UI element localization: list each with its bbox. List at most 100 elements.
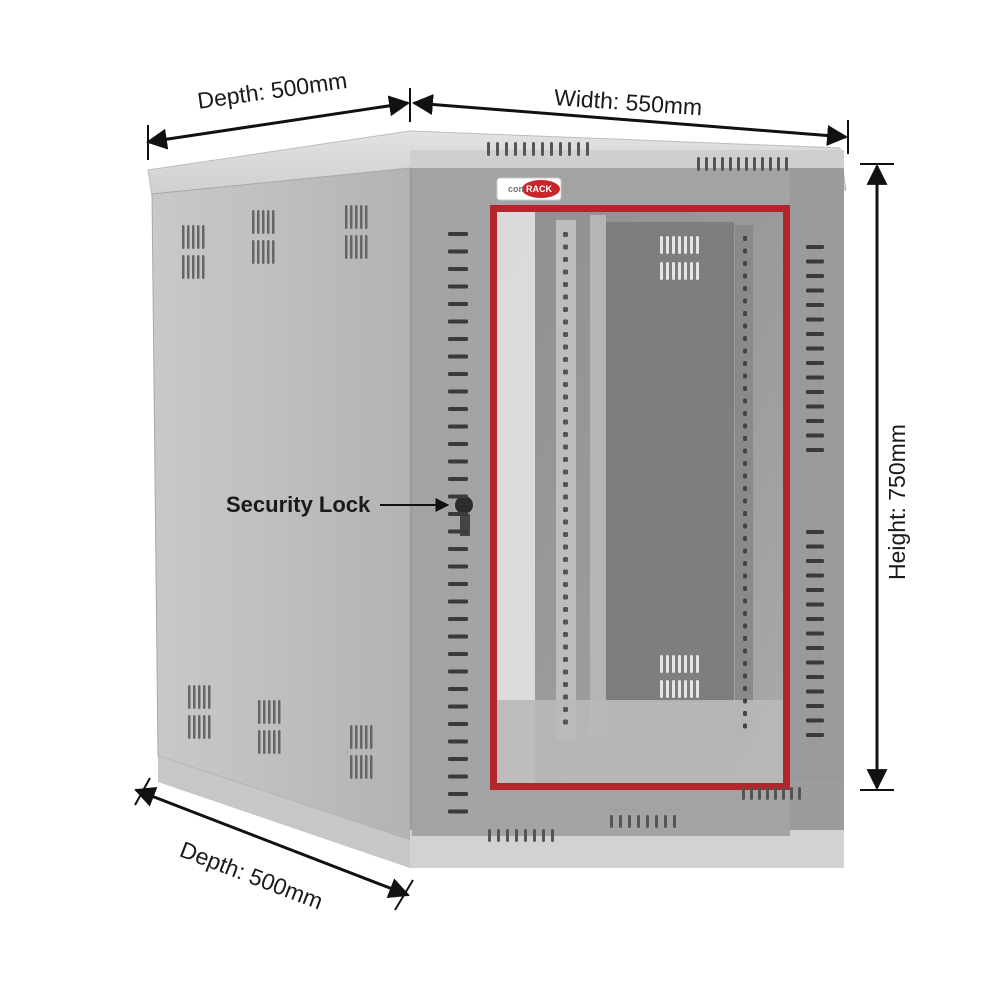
- rail-hole: [563, 369, 568, 375]
- rail-hole: [743, 598, 747, 604]
- side-vent-slot: [350, 205, 353, 229]
- rail-hole: [743, 448, 747, 454]
- door-vent-slot: [448, 617, 468, 621]
- top-vent-slot: [721, 157, 724, 171]
- side-vent-slot: [182, 225, 185, 249]
- rail-hole: [743, 723, 747, 729]
- frame-vent-slot: [806, 404, 824, 409]
- door-vent-slot: [448, 459, 468, 464]
- door-vent-slot: [448, 757, 468, 761]
- base-vent-slot: [646, 815, 649, 828]
- side-vent-slot: [208, 685, 211, 709]
- base-vent-slot: [497, 829, 500, 842]
- front-base: [410, 830, 844, 868]
- side-vent-slot: [257, 240, 260, 264]
- rail-hole: [743, 686, 747, 691]
- side-vent-slot: [365, 235, 368, 259]
- frame-vent-slot: [806, 433, 824, 438]
- door-vent-slot: [448, 529, 468, 534]
- top-vent-slot: [769, 157, 772, 171]
- frame-vent-slot: [806, 390, 824, 394]
- frame-vent-slot: [806, 689, 824, 694]
- frame-vent-slot: [806, 631, 824, 636]
- door-vent-slot: [448, 547, 468, 551]
- rail-hole: [563, 307, 568, 312]
- rail-hole: [743, 236, 747, 241]
- side-vent-slot: [188, 685, 191, 709]
- door-vent-slot: [448, 372, 468, 376]
- side-vent-slot: [365, 205, 368, 229]
- rail-hole: [743, 573, 747, 579]
- top-vent-slot: [586, 142, 589, 156]
- side-vent-slot: [350, 725, 353, 749]
- door-vent-slot: [448, 687, 468, 691]
- back-vent-slot: [690, 262, 693, 280]
- back-vent-slot: [678, 262, 681, 280]
- top-vent-slot: [737, 157, 740, 171]
- back-vent-slot: [690, 655, 693, 673]
- side-vent-slot: [272, 210, 275, 234]
- door-vent-slot: [448, 774, 468, 779]
- right-frame: [790, 190, 844, 780]
- side-vent-slot: [365, 755, 368, 779]
- frame-vent-slot: [806, 419, 824, 423]
- back-vent-slot: [696, 236, 699, 254]
- rail-hole: [743, 361, 747, 366]
- rail-hole: [563, 419, 568, 425]
- door-vent-slot: [448, 354, 468, 359]
- top-vent-slot: [496, 142, 499, 156]
- back-vent-slot: [678, 680, 681, 698]
- rail-hole: [563, 494, 568, 500]
- top-vent-slot: [697, 157, 700, 171]
- base-vent-slot: [790, 787, 793, 800]
- side-vent-slot: [258, 700, 261, 724]
- frame-vent-slot: [806, 704, 824, 708]
- back-vent-slot: [678, 236, 681, 254]
- rail-hole: [743, 373, 747, 379]
- top-vent-slot: [745, 157, 748, 171]
- mounting-rail-right: [735, 225, 753, 745]
- base-vent-slot: [551, 829, 554, 842]
- rail-hole: [563, 557, 568, 562]
- rail-hole: [563, 519, 568, 525]
- side-vent-slot: [278, 730, 281, 754]
- base-vent-slot: [774, 787, 777, 800]
- rail-hole: [563, 457, 568, 462]
- door-vent-slot: [448, 809, 468, 814]
- base-vent-slot: [782, 787, 785, 800]
- door-vent-slot: [448, 442, 468, 446]
- top-vent-slot: [532, 142, 535, 156]
- rail-hole: [563, 382, 568, 387]
- base-vent-slot: [655, 815, 658, 828]
- brand-logo-text-right: RACK: [526, 184, 553, 194]
- rail-hole: [743, 248, 747, 254]
- side-vent-slot: [273, 730, 276, 754]
- frame-vent-slot: [806, 559, 824, 563]
- side-vent-slot: [203, 685, 206, 709]
- side-vent-slot: [355, 725, 358, 749]
- side-vent-slot: [193, 715, 196, 739]
- side-vent-slot: [192, 255, 195, 279]
- side-vent-slot: [187, 225, 190, 249]
- rail-hole: [743, 273, 747, 279]
- rail-hole: [743, 523, 747, 529]
- side-vent-slot: [203, 715, 206, 739]
- rail-hole: [743, 586, 747, 591]
- rail-hole: [743, 423, 747, 429]
- rail-hole: [563, 619, 568, 625]
- door-vent-slot: [448, 302, 468, 306]
- door-vent-slot: [448, 424, 468, 429]
- side-vent-slot: [262, 210, 265, 234]
- door-vent-slot: [448, 284, 468, 289]
- back-vent-slot: [690, 680, 693, 698]
- top-vent-slot: [705, 157, 708, 171]
- door-vent-slot: [448, 249, 468, 254]
- door-vent-slot: [448, 634, 468, 639]
- rail-hole: [743, 261, 747, 266]
- rail-hole: [563, 632, 568, 637]
- side-vent-slot: [197, 255, 200, 279]
- base-vent-slot: [610, 815, 613, 828]
- side-vent-slot: [198, 715, 201, 739]
- door-vent-slot: [448, 792, 468, 796]
- back-vent-slot: [690, 236, 693, 254]
